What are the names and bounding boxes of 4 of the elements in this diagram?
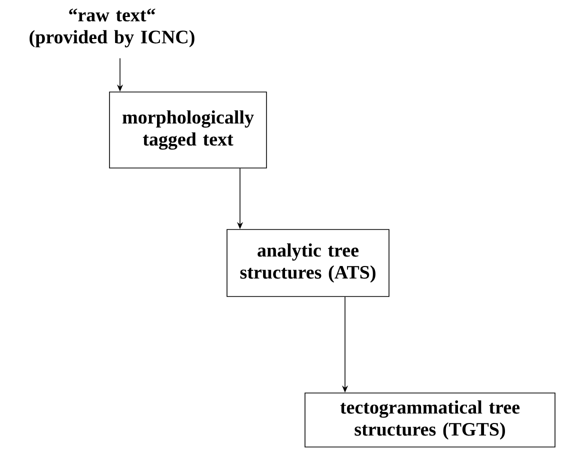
process-box: morphologically tagged text: [109, 92, 267, 168]
process-box: analytic tree structures (ATS): [226, 229, 390, 297]
source-label: “raw text“ (provided by ICNC): [30, 8, 194, 48]
process-box: tectogrammatical tree structures (TGTS): [304, 392, 556, 448]
